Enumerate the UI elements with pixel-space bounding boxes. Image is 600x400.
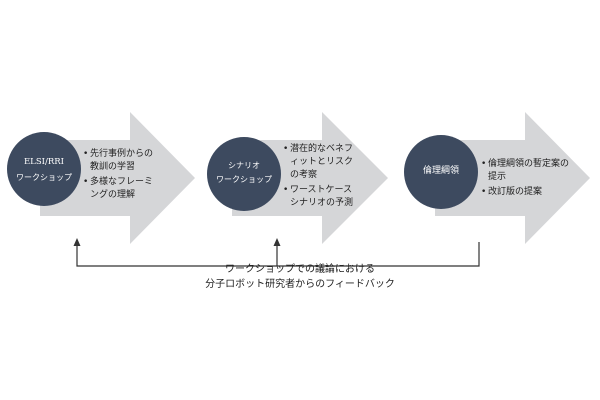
- stage-2-circle-line-1: シナリオ: [228, 161, 260, 170]
- stage-1-circle-label: ELSI/RRI ワークショップ: [9, 156, 79, 184]
- stage-3-bullet-list: 倫理綱領の暫定案の提示 改訂版の提案: [481, 158, 571, 201]
- stage-3-circle: [404, 135, 478, 209]
- stage-1-circle-line-1: ELSI/RRI: [23, 157, 65, 167]
- feedback-caption-line-2: 分子ロボット研究者からのフィードバック: [205, 279, 395, 290]
- stage-1-circle-line-2: ワークショップ: [16, 173, 72, 182]
- feedback-caption-line-1: ワークショップでの議論における: [225, 264, 375, 275]
- stage-3-bullet-1: 倫理綱領の暫定案の提示: [481, 158, 571, 184]
- stage-2-bullet-1: 潜在的なベネフィットとリスクの考察: [283, 143, 355, 182]
- stage-1-bullet-list: 先行事例からの教訓の学習 多様なフレーミングの理解: [83, 148, 161, 204]
- stage-2-circle: [207, 137, 281, 211]
- feedback-caption: ワークショップでの議論における 分子ロボット研究者からのフィードバック: [150, 262, 450, 292]
- feedback-arrowhead-2: [273, 238, 281, 246]
- feedback-loop-line: [76, 242, 480, 267]
- stage-2-circle-line-2: ワークショップ: [216, 175, 272, 184]
- stage-3-circle-label: 倫理綱領: [406, 165, 476, 177]
- stage-3-circle-line-1: 倫理綱領: [422, 166, 459, 176]
- stage-2-bullet-2: ワーストケースシナリオの予測: [283, 184, 355, 210]
- stage-1-circle: [7, 132, 81, 206]
- stage-3-bullet-2: 改訂版の提案: [481, 186, 571, 199]
- feedback-arrowhead-1: [73, 238, 81, 246]
- stage-2-circle-label: シナリオ ワークショップ: [209, 160, 279, 186]
- stage-2-bullet-list: 潜在的なベネフィットとリスクの考察 ワーストケースシナリオの予測: [283, 143, 355, 212]
- stage-1-bullet-2: 多様なフレーミングの理解: [83, 176, 161, 202]
- stage-1-bullet-1: 先行事例からの教訓の学習: [83, 148, 161, 174]
